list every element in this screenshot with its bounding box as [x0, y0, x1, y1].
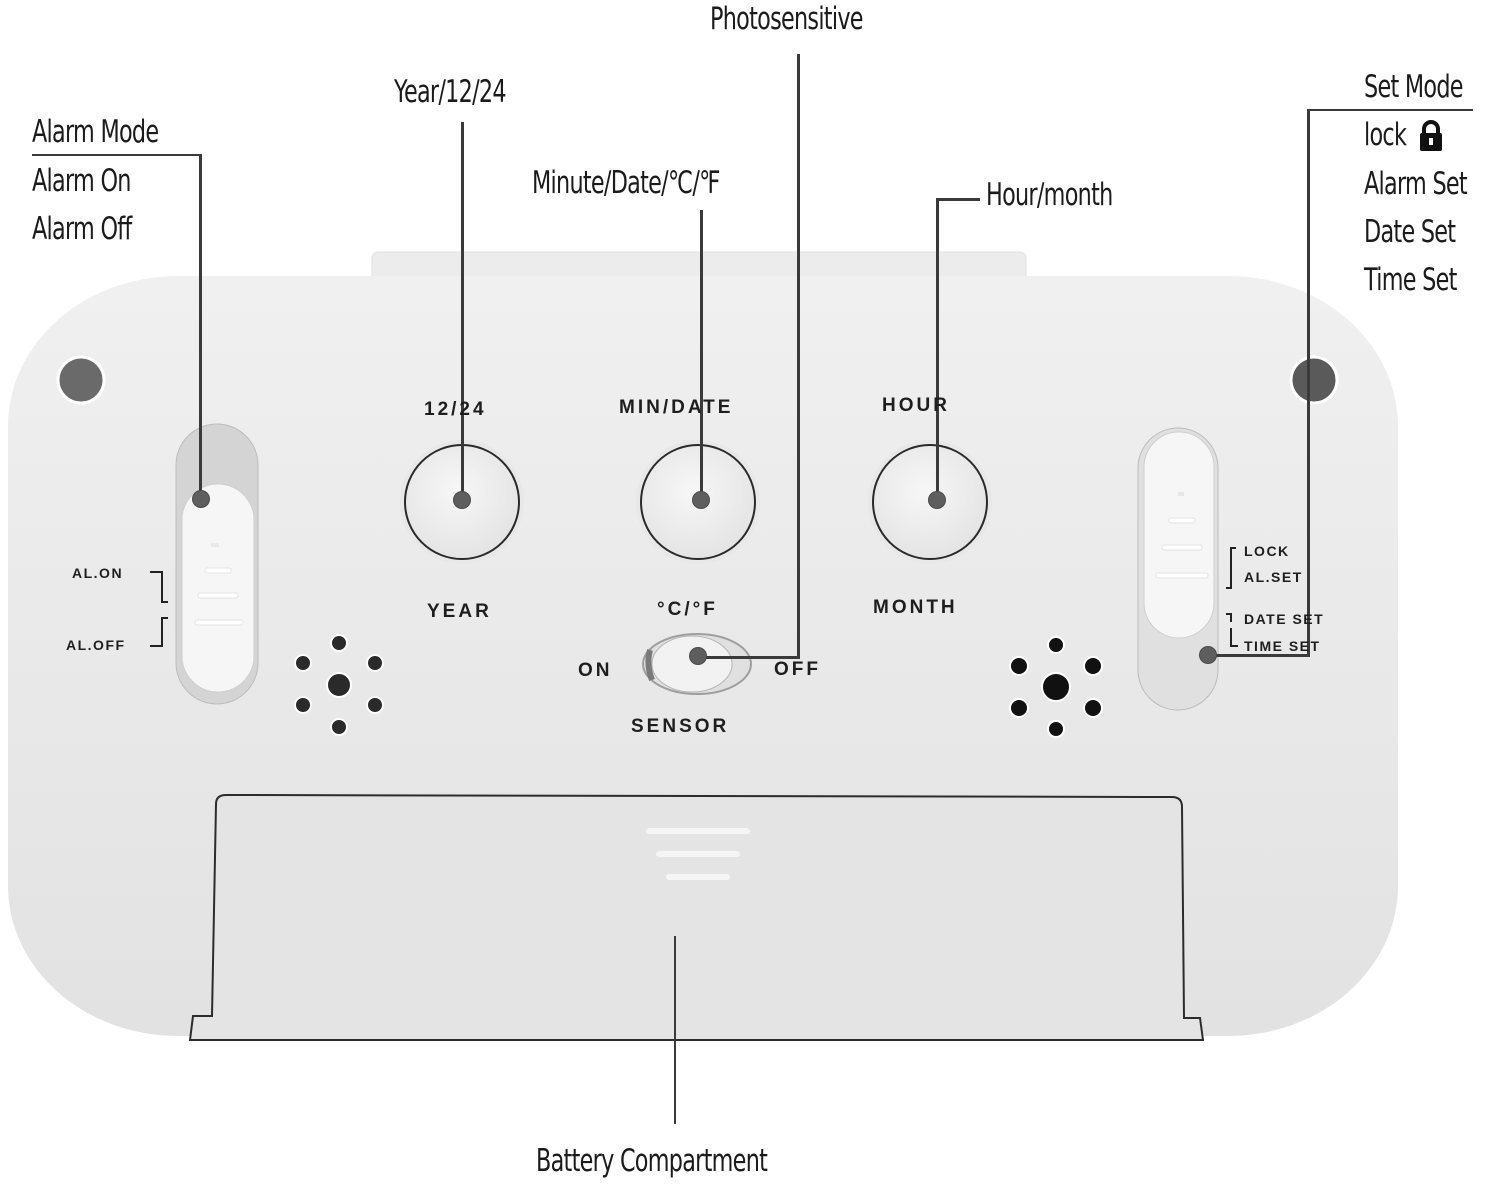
- speaker-grille-right: [1009, 636, 1103, 738]
- callout-alarm-off: Alarm Off: [32, 211, 132, 247]
- label-time-set: TIME SET: [1244, 638, 1321, 654]
- callout-lock-row: lock: [1364, 117, 1442, 154]
- leader-photo-v: [797, 54, 800, 659]
- leader-dot-button-12-24: [454, 492, 470, 508]
- leader-dot-button-hour: [929, 492, 945, 508]
- leader-alarm-mode-h: [32, 154, 201, 156]
- callout-lock: lock: [1364, 117, 1407, 153]
- label-sensor-off: OFF: [774, 659, 821, 680]
- callout-photosensitive: Photosensitive: [710, 1, 864, 37]
- leader-battery: [674, 936, 676, 1124]
- leader-hour-h: [936, 198, 980, 201]
- leader-min-date: [700, 210, 703, 500]
- speaker-grille-left: [294, 634, 384, 736]
- leader-dot-sensor: [690, 648, 706, 664]
- leader-set-mode-foot: [1214, 654, 1310, 657]
- callout-minute-date-temp: Minute/Date/℃/℉: [532, 165, 720, 201]
- mounting-hole-right: [1289, 355, 1339, 405]
- callout-year-12-24: Year/12/24: [394, 74, 507, 110]
- label-celsius-fahrenheit: °C/°F: [657, 599, 718, 620]
- leader-dot-button-min-date: [693, 492, 709, 508]
- alarm-switch-knob: [181, 483, 255, 693]
- label-al-set: AL.SET: [1244, 569, 1303, 585]
- leader-dot-alarm-switch: [193, 491, 209, 507]
- leader-set-mode-v: [1307, 109, 1310, 657]
- callout-alarm-mode-heading: Alarm Mode: [32, 114, 159, 150]
- callout-set-mode-heading: Set Mode: [1364, 69, 1464, 105]
- label-lock: LOCK: [1244, 543, 1290, 559]
- label-al-off: AL.OFF: [66, 637, 126, 653]
- callout-alarm-on: Alarm On: [32, 163, 131, 199]
- battery-cover: [188, 793, 1205, 1041]
- leader-alarm-mode-v: [199, 154, 202, 498]
- leader-photo-h: [700, 656, 800, 659]
- label-date-set: DATE SET: [1244, 611, 1325, 627]
- leader-hour-v: [936, 198, 939, 500]
- leader-set-mode-h: [1309, 109, 1473, 111]
- sensor-switch-lever: [651, 635, 733, 693]
- label-sensor-on: ON: [578, 660, 613, 681]
- leader-dot-mode-switch: [1200, 647, 1216, 663]
- label-month: MONTH: [873, 597, 958, 618]
- label-min-date: MIN/DATE: [619, 397, 734, 418]
- callout-time-set: Time Set: [1364, 262, 1457, 298]
- callout-hour-month: Hour/month: [986, 177, 1113, 213]
- padlock-icon: [1420, 120, 1442, 151]
- callout-battery: Battery Compartment: [536, 1143, 768, 1179]
- label-hour: HOUR: [882, 395, 950, 416]
- label-sensor: SENSOR: [631, 716, 730, 737]
- label-al-on: AL.ON: [72, 565, 124, 581]
- mode-switch-knob: [1143, 431, 1215, 639]
- label-year: YEAR: [427, 601, 492, 622]
- leader-year: [461, 122, 464, 500]
- mounting-hole-left: [56, 355, 106, 405]
- label-12-24: 12/24: [424, 399, 487, 420]
- callout-alarm-set: Alarm Set: [1364, 166, 1468, 202]
- callout-date-set: Date Set: [1364, 214, 1456, 250]
